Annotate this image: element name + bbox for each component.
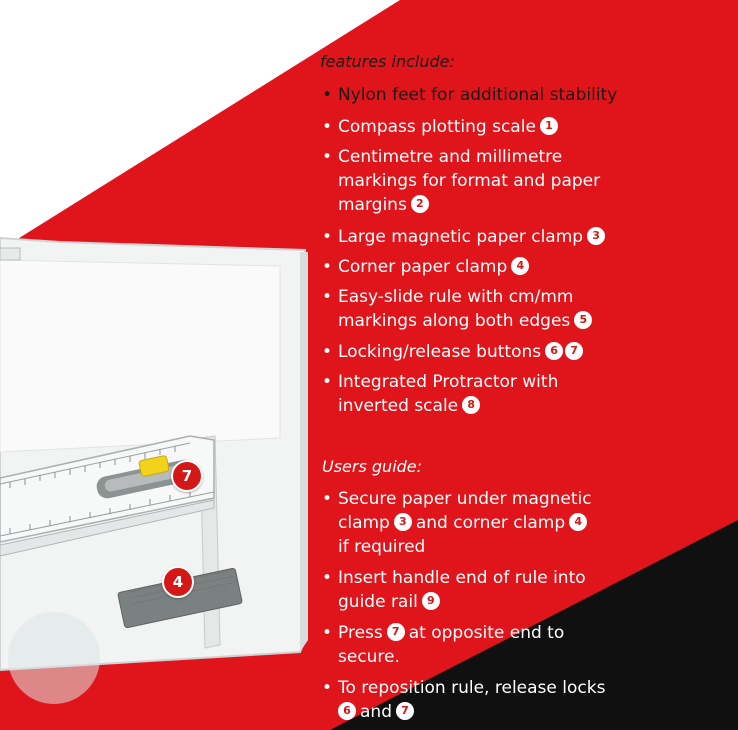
bullet: •: [322, 85, 333, 105]
number-badge: 8: [462, 396, 481, 414]
callout-locking-button: 7: [171, 460, 203, 492]
guide-text: To reposition rule, release locks: [338, 678, 606, 698]
bullet: •: [322, 489, 333, 509]
guide-text: and: [360, 702, 392, 722]
guide-text: Secure paper under magnetic: [338, 489, 592, 509]
guide-text: Insert handle end of rule into: [338, 568, 586, 588]
feature-text: inverted scale: [338, 396, 459, 416]
guide-text: if required: [338, 537, 426, 557]
number-badge: 9: [421, 592, 440, 610]
feature-text: Large magnetic paper clamp: [338, 227, 584, 247]
watermark-logo: [8, 612, 100, 704]
bullet: •: [322, 568, 333, 588]
number-badge: 1: [539, 117, 558, 135]
feature-text: markings along both edges: [338, 311, 571, 331]
bullet: •: [322, 117, 333, 137]
number-badge: 4: [511, 257, 530, 275]
number-badge: 7: [386, 623, 405, 641]
bullet: •: [322, 287, 333, 307]
number-badge: 6: [545, 342, 564, 360]
feature-text: Locking/release buttons: [338, 342, 542, 362]
feature-text: markings for format and paper: [338, 171, 601, 191]
bullet: •: [322, 227, 333, 247]
board-surface: [0, 259, 281, 453]
callout-corner-clamp: 4: [162, 566, 194, 598]
guide-text: at opposite end to: [408, 623, 565, 643]
guide-text: secure.: [338, 647, 400, 667]
bullet: •: [322, 147, 333, 167]
number-badge: 6: [338, 702, 356, 720]
bullet: •: [322, 342, 333, 362]
bullet: •: [322, 678, 333, 698]
guide-text: clamp: [338, 513, 390, 533]
number-badge: 5: [574, 311, 593, 329]
feature-text: margins: [338, 195, 407, 215]
guide-text: Press: [338, 623, 383, 643]
number-badge: 2: [410, 195, 429, 213]
users-guide-heading: Users guide:: [322, 457, 423, 476]
guide-text: guide rail: [338, 592, 418, 612]
features-heading: features include:: [320, 52, 455, 71]
locking-button: [138, 455, 170, 477]
feature-text: Integrated Protractor with: [338, 372, 559, 392]
number-badge: 3: [393, 513, 412, 531]
number-badge: 3: [587, 227, 606, 245]
bullet: •: [322, 372, 333, 392]
feature-text: Centimetre and millimetre: [338, 147, 563, 167]
number-badge: 4: [569, 513, 588, 531]
feature-text: Easy-slide rule with cm/mm: [338, 287, 574, 307]
guide-text: and corner clamp: [415, 513, 566, 533]
black-wedge: [330, 520, 738, 730]
bullet: •: [322, 257, 333, 277]
feature-text: Corner paper clamp: [338, 257, 508, 277]
bullet: •: [322, 623, 333, 643]
feature-text: Compass plotting scale: [338, 117, 536, 137]
feature-text: Nylon feet for additional stability: [338, 85, 618, 105]
number-badge: 7: [395, 702, 414, 720]
number-badge: 7: [565, 342, 584, 360]
